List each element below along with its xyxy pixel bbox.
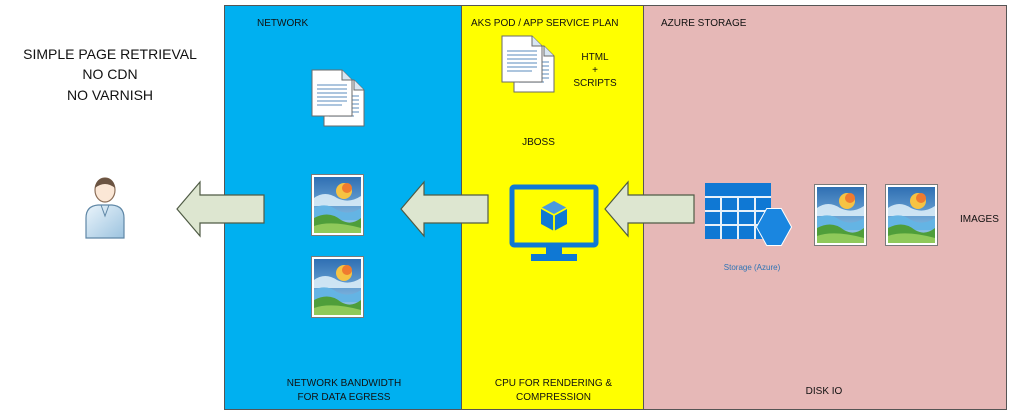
image-icon xyxy=(311,256,364,318)
flow-arrow xyxy=(604,180,695,238)
user-icon xyxy=(85,177,125,239)
flow-arrow xyxy=(176,180,265,238)
storage-azure-label: Storage (Azure) xyxy=(723,263,781,272)
jboss-label: JBOSS xyxy=(522,137,555,148)
network-bandwidth-caption: NETWORK BANDWIDTH FOR DATA EGRESS xyxy=(225,377,463,404)
heading-line-1: SIMPLE PAGE RETRIEVAL xyxy=(23,46,197,62)
html-documents-icon xyxy=(501,35,555,93)
images-label: IMAGES xyxy=(960,214,999,225)
flow-arrow xyxy=(400,180,489,238)
aks-panel-title: AKS POD / APP SERVICE PLAN xyxy=(471,18,619,29)
scripts-label: SCRIPTS xyxy=(573,78,617,89)
heading-line-3: NO VARNISH xyxy=(66,86,154,103)
storage-panel-title: AZURE STORAGE xyxy=(661,18,747,29)
image-icon xyxy=(885,184,938,246)
network-caption-line-2: FOR DATA EGRESS xyxy=(297,391,391,403)
aks-caption-line-2: COMPRESSION xyxy=(515,391,591,403)
network-caption-line-1: NETWORK BANDWIDTH xyxy=(286,378,402,389)
documents-icon xyxy=(311,69,365,127)
aks-caption-line-1: CPU FOR RENDERING & xyxy=(494,378,613,389)
heading-line-2: NO CDN xyxy=(82,66,138,83)
plus-label: + xyxy=(592,65,598,76)
html-scripts-label: HTML + SCRIPTS xyxy=(570,51,620,90)
azure-storage-icon xyxy=(705,183,793,246)
network-panel-title: NETWORK xyxy=(257,18,309,29)
image-icon xyxy=(814,184,867,246)
diagram-heading: SIMPLE PAGE RETRIEVAL NO CDN NO VARNISH xyxy=(0,44,220,105)
disk-io-caption: DISK IO xyxy=(805,386,843,397)
monitor-container-icon xyxy=(509,184,599,261)
html-label: HTML xyxy=(581,52,609,63)
image-icon xyxy=(311,174,364,236)
aks-cpu-caption: CPU FOR RENDERING & COMPRESSION xyxy=(462,377,645,404)
